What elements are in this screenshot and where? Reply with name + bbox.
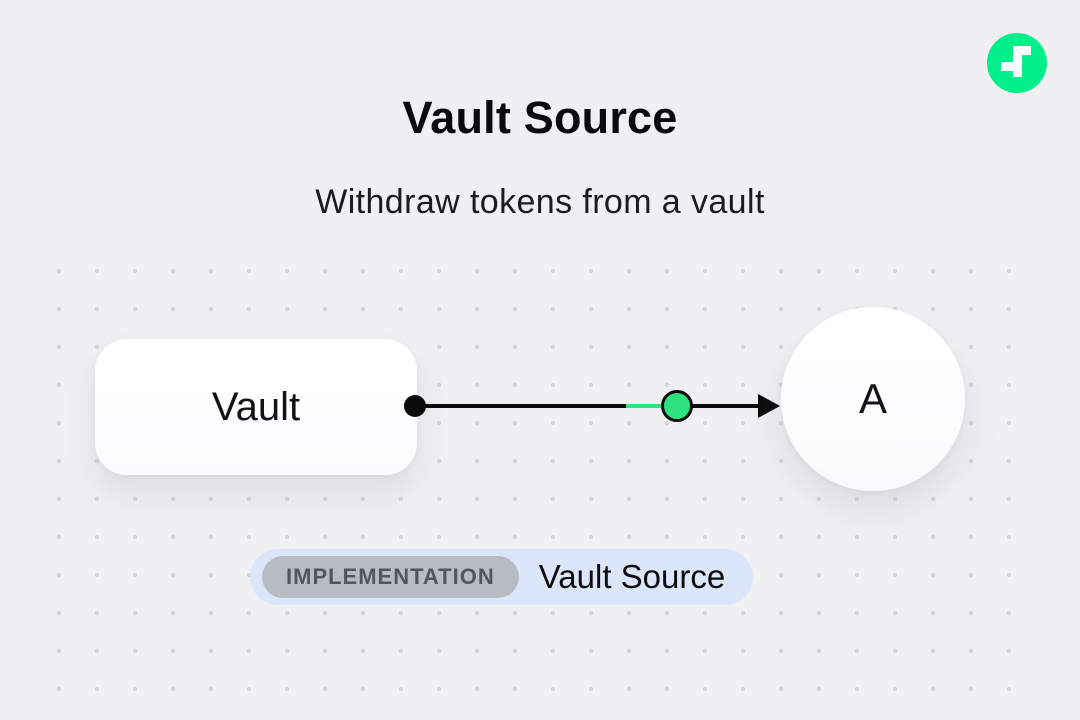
- connector-line: [415, 404, 765, 408]
- vault-node-label: Vault: [211, 384, 301, 429]
- implementation-tag: IMPLEMENTATION: [262, 556, 519, 598]
- connector-start-dot: [404, 395, 426, 417]
- connector-token-dot: [661, 390, 693, 422]
- page-title: Vault Source: [402, 92, 678, 144]
- implementation-badge: IMPLEMENTATION Vault Source: [250, 549, 754, 605]
- arrowhead-icon: [758, 394, 780, 418]
- target-node: A: [781, 307, 965, 491]
- connector-green-segment: [626, 404, 668, 408]
- implementation-badge-label: Vault Source: [538, 558, 726, 595]
- vault-node: Vault: [95, 339, 417, 475]
- page-subtitle: Withdraw tokens from a vault: [315, 183, 765, 221]
- flow-logo-icon: [987, 33, 1047, 93]
- target-node-label: A: [858, 375, 887, 422]
